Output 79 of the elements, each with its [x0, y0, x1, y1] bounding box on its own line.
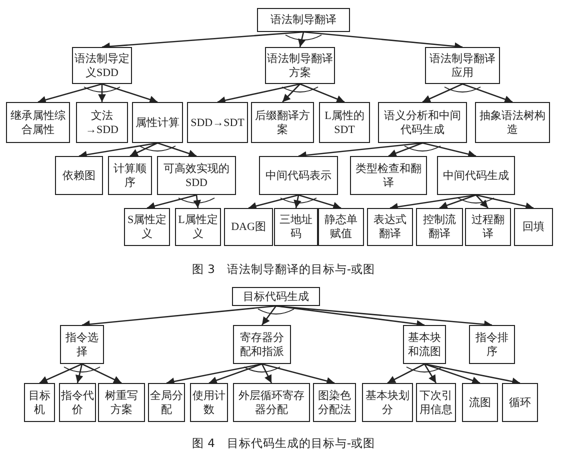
- goal-box: 寄存器分配和指派: [233, 325, 291, 364]
- goal-box: 依赖图: [55, 156, 103, 195]
- arrow: [102, 83, 158, 104]
- arrow: [82, 363, 122, 384]
- goal-box: 属性计算: [132, 102, 183, 143]
- goal-box: 下次引用信息: [416, 383, 456, 422]
- goal-box: 文法→SDD: [76, 102, 128, 143]
- arrow: [157, 142, 197, 158]
- figure-caption: 图 3 语法制导翻译的目标与-或图: [192, 262, 376, 276]
- arrow: [298, 194, 342, 210]
- goal-box: 继承属性综合属性: [6, 102, 70, 143]
- goal-box: 控制流翻译: [416, 208, 463, 246]
- arrow: [476, 194, 534, 210]
- arrow: [217, 83, 300, 104]
- goal-box: 类型检查和翻译: [350, 156, 427, 195]
- goal-box: 外层循环寄存器分配: [233, 383, 310, 422]
- goal-box: 循环: [502, 383, 538, 422]
- goal-box: DAG图: [224, 208, 273, 246]
- arrow: [262, 363, 335, 385]
- arrow: [422, 142, 476, 158]
- goal-box: 使用计数: [190, 383, 228, 422]
- goal-box: 三地址码: [274, 208, 318, 246]
- goal-box: SDD→SDT: [187, 102, 248, 143]
- goal-box: 图染色分配法: [313, 383, 356, 422]
- goal-box: 树重写方案: [98, 383, 145, 422]
- arrow: [39, 363, 82, 384]
- goal-box: S属性定义: [124, 208, 170, 246]
- goal-box: 后缀翻译方案: [251, 102, 314, 143]
- goal-box: 目标代码生成: [232, 287, 320, 306]
- arrow: [193, 194, 201, 208]
- goal-box: 全局分配: [148, 383, 185, 422]
- arrow: [208, 363, 262, 384]
- goal-box: 语法制导翻译应用: [425, 47, 500, 84]
- arrow: [76, 364, 84, 384]
- goal-box: 流图: [462, 383, 498, 422]
- arrow: [98, 84, 106, 102]
- arrow: [38, 83, 102, 104]
- goal-box: 基本块划分: [362, 383, 413, 422]
- arrow: [248, 194, 299, 210]
- goal-box: 基本块和流图: [403, 325, 446, 364]
- goal-box: 目标机: [24, 383, 55, 422]
- arrow: [422, 83, 463, 103]
- arrow: [261, 306, 277, 326]
- arrow: [282, 84, 300, 102]
- goal-box: 语义分析和中间代码生成: [378, 102, 467, 143]
- goal-box: 表达式翻译: [367, 208, 413, 246]
- arrow: [390, 194, 476, 211]
- figure-caption: 图 4 目标代码生成的目标与-或图: [192, 436, 376, 450]
- goal-box: 静态单赋值: [318, 208, 364, 246]
- goal-box: 指令代价: [59, 383, 96, 422]
- goal-box: 中间代码生成: [437, 156, 515, 195]
- goal-box: 可高效实现的SDD: [157, 156, 236, 195]
- goal-box: 中间代码表示: [259, 156, 338, 195]
- arrow: [261, 364, 272, 384]
- arrow: [294, 194, 302, 208]
- goal-box: 语法制导翻译: [257, 8, 350, 32]
- goal-box: 计算顺序: [108, 156, 152, 195]
- arrow: [300, 83, 345, 103]
- arrow: [424, 363, 480, 384]
- arrow: [424, 364, 437, 384]
- arrow: [146, 194, 197, 210]
- goal-box: 语法制导定义SDD: [72, 47, 132, 84]
- arrow: [130, 142, 158, 157]
- arrow: [298, 32, 306, 48]
- arrow: [388, 142, 423, 157]
- goal-box: 语法制导翻译方案: [265, 47, 335, 84]
- goal-box: L属性定义: [175, 208, 221, 246]
- arrow: [476, 194, 488, 208]
- arrow: [166, 363, 262, 386]
- goal-box: 抽象语法树构造: [475, 102, 550, 143]
- goal-box: 指令选择: [60, 325, 104, 364]
- goal-box: 过程翻译: [465, 208, 511, 246]
- goal-box: 指令排序: [469, 325, 515, 364]
- arrow: [78, 142, 158, 159]
- goal-box: L属性的SDT: [319, 102, 370, 143]
- goal-box: 回填: [514, 208, 553, 246]
- arrow: [387, 363, 425, 384]
- arrow: [462, 83, 513, 104]
- arrow: [439, 194, 476, 210]
